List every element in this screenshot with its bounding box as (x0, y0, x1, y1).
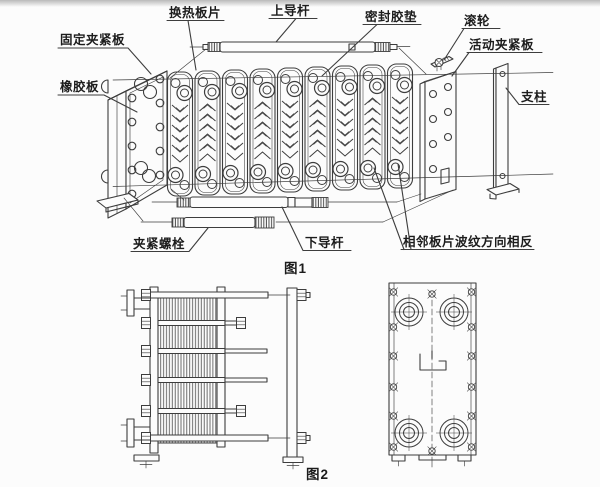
leader-upper-guide-rod (268, 17, 318, 43)
figure1-exploded-view: 固定夹紧板 橡胶板 换热板片 上导杆 密封胶垫 滚轮 活动夹紧板 支柱 夹紧螺栓… (57, 3, 554, 276)
column-foot (486, 182, 520, 200)
figure2-caption: 图2 (306, 467, 329, 482)
scan-edge-shadow (0, 0, 600, 7)
plate-pack-stack (157, 293, 218, 444)
side-view (120, 286, 311, 470)
bolt-holes (127, 74, 165, 199)
lower-guide-rod (151, 196, 398, 209)
clamping-bolt (140, 216, 384, 229)
leader-heat-exchange-plate (166, 19, 225, 71)
leader-support-column (505, 87, 550, 106)
leader-sealing-gasket (321, 23, 422, 77)
upper-bar-socket (100, 79, 109, 94)
leader-rubber-plate (57, 94, 138, 113)
label-upper-guide-rod: 上导杆 (271, 3, 310, 18)
movable-clamping-plate (419, 55, 457, 203)
label-adjacent-plates-note: 相邻板片波纹方向相反 (403, 234, 533, 249)
roller (430, 55, 454, 72)
upper-guide-bar-row (141, 289, 311, 301)
label-lower-guide-rod: 下导杆 (305, 235, 344, 250)
label-movable-clamping-plate: 活动夹紧板 (469, 37, 534, 52)
projection-lines (123, 47, 454, 223)
leader-roller (443, 27, 501, 61)
tie-bolt-row-5 (141, 405, 246, 417)
label-rubber-plate: 橡胶板 (60, 79, 99, 94)
figure2-assembled-views: 图2 (120, 282, 477, 482)
fixed-clamping-plate (96, 70, 168, 219)
label-fixed-clamping-plate: 固定夹紧板 (60, 32, 125, 47)
support-column-bar (286, 287, 298, 458)
lower-guide-bar-row (141, 432, 311, 444)
support-column (486, 62, 520, 200)
lower-bracket-notch (440, 167, 450, 185)
movable-plate-bar (216, 286, 226, 448)
tie-bolt-row-3 (141, 345, 268, 357)
tie-bolt-row-2 (141, 317, 246, 329)
figure1-caption: 图1 (284, 261, 307, 276)
heat-exchange-plate-pack (166, 63, 414, 197)
tie-bolt-row-4 (141, 374, 268, 386)
label-roller: 滚轮 (464, 13, 490, 28)
label-heat-exchange-plate: 换热板片 (169, 5, 221, 20)
leader-movable-clamping-plate (451, 51, 543, 77)
label-clamping-bolt: 夹紧螺栓 (133, 236, 185, 251)
lower-axis-line (112, 173, 554, 187)
leader-clamping-bolt (130, 227, 209, 253)
leader-adjacent-plates-note (373, 163, 535, 251)
side-view-feet (133, 454, 304, 470)
label-support-column: 支柱 (520, 89, 547, 104)
upper-axis-line (112, 72, 554, 81)
label-sealing-gasket: 密封胶垫 (364, 9, 417, 24)
fixed-plate-foot (96, 192, 139, 213)
figure1-labels: 固定夹紧板 橡胶板 换热板片 上导杆 密封胶垫 滚轮 活动夹紧板 支柱 夹紧螺栓… (57, 3, 550, 253)
leader-fixed-clamping-plate (57, 47, 152, 75)
upper-guide-rod (189, 41, 411, 53)
center-bracket (419, 350, 447, 371)
front-view-feet (391, 454, 472, 468)
fixed-plate-bar (149, 286, 159, 454)
front-view (388, 282, 477, 468)
leader-lower-guide-rod (281, 206, 352, 252)
lower-pipe-flange (120, 418, 151, 448)
bolt-holes (428, 82, 453, 174)
upper-pipe-flange (120, 289, 151, 317)
lower-bar-socket (100, 169, 109, 184)
